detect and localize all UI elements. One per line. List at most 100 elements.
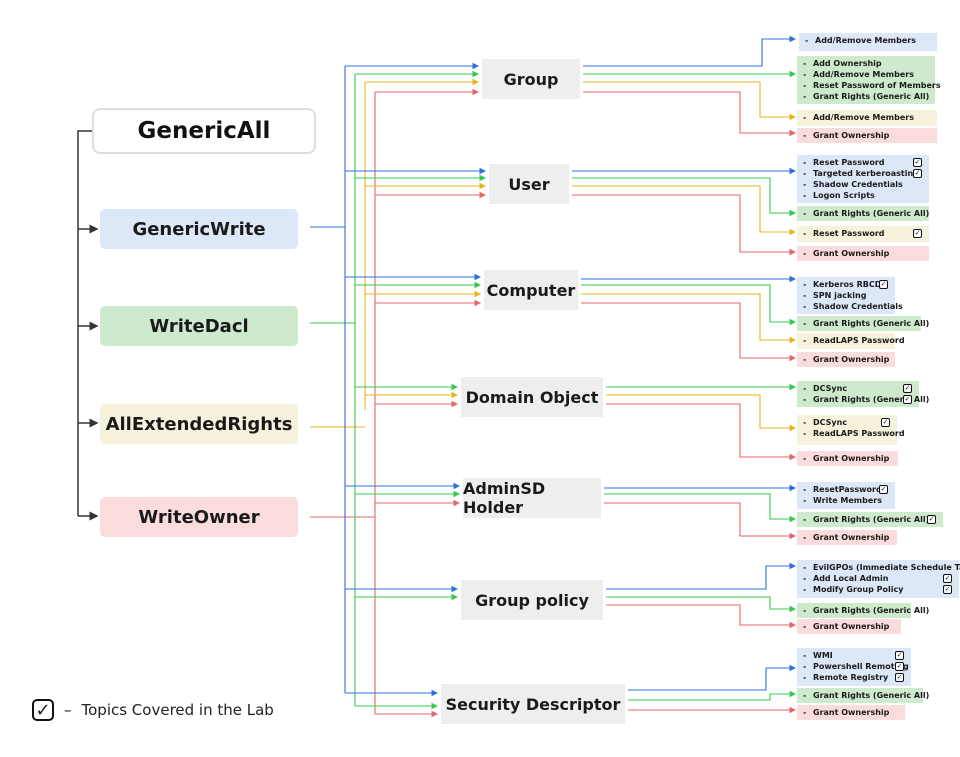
connector-green xyxy=(572,177,797,217)
connector-blue xyxy=(628,664,797,691)
capability-item: -Grant Rights (Generic All) xyxy=(803,209,930,218)
capability-box-yellow: -Reset Password✓ xyxy=(797,226,929,242)
capability-item-label: Grant Ownership xyxy=(813,622,890,631)
capability-box-blue: -Add/Remove Members xyxy=(799,33,937,51)
checkbox-checked-icon: ✓ xyxy=(927,515,936,524)
capability-item: -Grant Rights (Generic All)✓ xyxy=(803,515,936,524)
capability-box-blue: -Reset Password✓-Targeted kerberoasting✓… xyxy=(797,155,929,203)
capability-item: -Grant Ownership xyxy=(803,533,890,542)
target-adminsd-holder: AdminSD Holder xyxy=(463,478,601,518)
capability-item: -Powershell Remoting✓ xyxy=(803,662,909,671)
capability-item-label: Add/Remove Members xyxy=(813,113,914,122)
target-group-policy: Group policy xyxy=(461,580,603,620)
capability-item: -Add/Remove Members xyxy=(803,70,914,79)
capability-item-label: Logon Scripts xyxy=(813,191,875,200)
capability-item: -Write Members xyxy=(803,496,882,505)
connector-red xyxy=(581,302,797,362)
capability-item: -EvilGPOs (Immediate Schedule Task) xyxy=(803,562,960,573)
capability-item-label: Add/Remove Members xyxy=(815,36,916,45)
capability-item: -ReadLAPS Password xyxy=(803,336,905,345)
capability-item: -Add Ownership xyxy=(803,59,882,68)
capability-box-red: -Grant Ownership xyxy=(797,246,929,261)
capability-item-label: DCSync xyxy=(813,384,848,393)
checkbox-checked-icon: ✓ xyxy=(903,395,912,404)
connector-red xyxy=(606,403,797,461)
capability-item: -Grant Rights (Generic All) xyxy=(803,319,930,328)
capability-item-label: ResetPassword xyxy=(813,485,882,494)
capability-item-label: Add Ownership xyxy=(813,59,882,68)
target-user: User xyxy=(489,164,569,204)
capability-item: -Add/Remove Members xyxy=(803,113,914,122)
capability-item-label: Shadow Credentials xyxy=(813,180,903,189)
capability-item-label: Write Members xyxy=(813,496,882,505)
capability-item: -ResetPassword✓ xyxy=(803,485,888,494)
capability-box-blue: -EvilGPOs (Immediate Schedule Task)-Add … xyxy=(797,560,960,598)
capability-item-label: Grant Rights (Generic All) xyxy=(813,515,930,524)
connector-green xyxy=(606,596,797,613)
capability-box-yellow: -DCSync✓-ReadLAPS Password xyxy=(797,415,905,445)
permission-genericall: GenericAll xyxy=(92,108,316,154)
capability-item-label: Reset Password of Members xyxy=(813,81,941,90)
connector-dark xyxy=(77,130,92,516)
capability-box-green: -Grant Rights (Generic All) xyxy=(797,603,929,618)
capability-item-label: DCSync xyxy=(813,418,848,427)
connector-green xyxy=(581,284,797,326)
connector-yellow xyxy=(606,394,797,432)
capability-item-label: Powershell Remoting xyxy=(813,662,909,671)
capability-item: -Kerberos RBCD✓ xyxy=(803,280,888,289)
capability-item-label: Grant Rights (Generic All) xyxy=(813,395,930,404)
capability-box-green: -Grant Rights (Generic All)✓ xyxy=(797,512,943,527)
target-computer: Computer xyxy=(484,270,578,310)
capability-item: -Grant Rights (Generic All) xyxy=(803,691,930,700)
capability-item: -Add Local Admin✓ xyxy=(803,574,952,583)
capability-item-label: Grant Ownership xyxy=(813,708,890,717)
legend-text: Topics Covered in the Lab xyxy=(81,701,274,719)
checkbox-checked-icon: ✓ xyxy=(903,384,912,393)
capability-box-red: -Grant Ownership xyxy=(797,352,895,367)
capability-box-green: -Add Ownership-Add/Remove Members-Reset … xyxy=(797,56,941,104)
capability-box-red: -Grant Ownership xyxy=(797,128,937,143)
capability-item-label: Remote Registry xyxy=(813,673,889,682)
capability-item-label: Modify Group Policy xyxy=(813,585,904,594)
capability-item-label: ReadLAPS Password xyxy=(813,429,905,438)
checkbox-checked-icon: ✓ xyxy=(895,662,904,671)
capability-item: -Grant Rights (Generic All) xyxy=(803,92,930,101)
capability-item-label: Grant Rights (Generic All) xyxy=(813,209,930,218)
capability-item: -Grant Ownership xyxy=(803,249,890,258)
target-domain-object: Domain Object xyxy=(461,377,603,417)
capability-item: -Grant Rights (Generic All)✓ xyxy=(803,395,930,404)
capability-item-label: Add/Remove Members xyxy=(813,70,914,79)
capability-item: -Grant Ownership xyxy=(803,622,890,631)
checkbox-checked-icon: ✓ xyxy=(943,574,952,583)
permission-writeowner: WriteOwner xyxy=(100,497,298,537)
capability-item: -Grant Ownership xyxy=(803,131,890,140)
permission-writedacl: WriteDacl xyxy=(100,306,298,346)
permission-allextendedrights: AllExtendedRights xyxy=(100,404,298,444)
capability-box-red: -Grant Ownership xyxy=(797,451,898,466)
checkbox-checked-icon: ✓ xyxy=(943,585,952,594)
connector-red xyxy=(606,604,797,629)
capability-item-label: Reset Password xyxy=(813,229,885,238)
capability-item-label: Grant Ownership xyxy=(813,355,890,364)
capability-box-red: -Grant Ownership xyxy=(797,705,905,720)
capability-item: -Grant Ownership xyxy=(803,708,890,717)
capability-box-green: -Grant Rights (Generic All) xyxy=(797,206,929,221)
capability-item: -Grant Ownership xyxy=(803,454,890,463)
capability-box-blue: -ResetPassword✓ -Write Members xyxy=(797,482,895,509)
capability-item: -Targeted kerberoasting✓ xyxy=(803,169,922,178)
capability-box-blue: -WMI✓-Powershell Remoting✓-Remote Regist… xyxy=(797,648,911,686)
capability-item: -WMI✓ xyxy=(803,651,904,660)
connector-blue xyxy=(583,35,797,67)
capability-item-label: Grant Ownership xyxy=(813,131,890,140)
capability-box-green: -Grant Rights (Generic All) xyxy=(797,688,930,703)
connector-yellow xyxy=(572,185,797,236)
checkbox-checked-icon: ✓ xyxy=(32,699,54,721)
capability-item: -SPN jacking xyxy=(803,291,867,300)
capability-item-label: Targeted kerberoasting xyxy=(813,169,919,178)
permission-genericwrite: GenericWrite xyxy=(100,209,298,249)
capability-item-label: Grant Ownership xyxy=(813,533,890,542)
capability-item: -Modify Group Policy✓ xyxy=(803,585,952,594)
capability-item-label: Grant Rights (Generic All) xyxy=(813,92,930,101)
capability-item-label: WMI xyxy=(813,651,833,660)
